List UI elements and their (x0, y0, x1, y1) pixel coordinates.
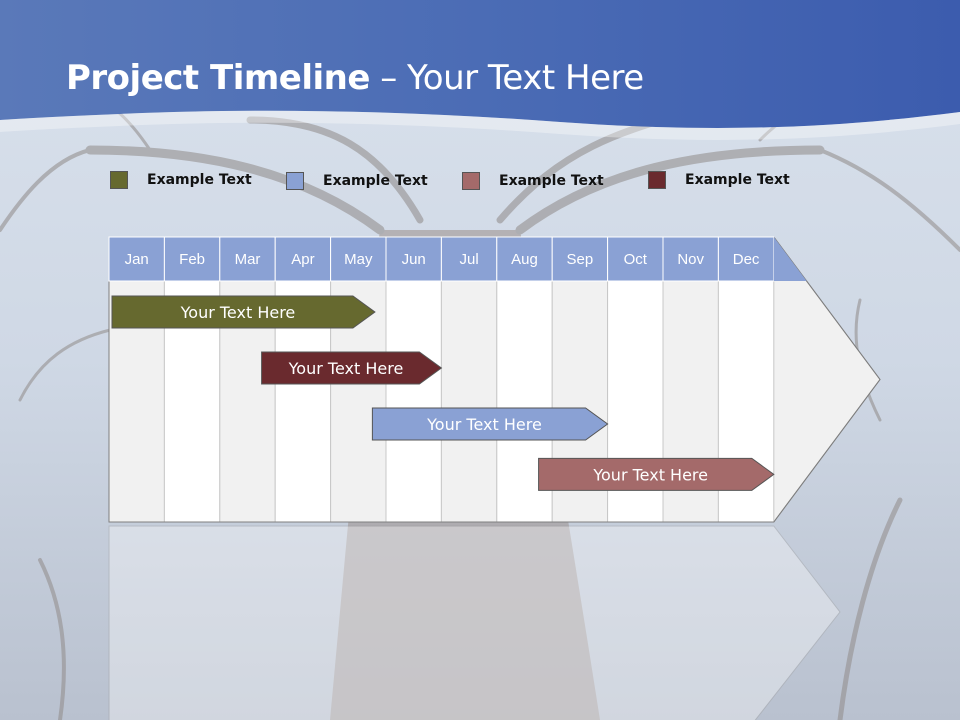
title-bold: Project Timeline (66, 58, 370, 98)
timeline-reflection (108, 525, 841, 720)
month-label: Mar (235, 251, 261, 268)
task-bar-shape (371, 407, 609, 441)
month-header-cell (496, 236, 553, 282)
task-bar-label: Your Text Here (288, 359, 404, 378)
month-header-cell (163, 236, 221, 282)
task-bar-label: Your Text Here (592, 465, 708, 484)
task-bar[interactable]: Your Text Here (538, 457, 775, 491)
month-header-cell (717, 236, 775, 282)
task-bar-label: Your Text Here (180, 303, 296, 322)
task-bar-shape (111, 295, 376, 329)
legend-label: Example Text (685, 172, 790, 188)
month-column (385, 280, 442, 523)
month-label: Jul (460, 251, 479, 268)
legend-swatch (286, 172, 304, 190)
month-header-cell (662, 236, 719, 282)
legend-swatch (462, 172, 480, 190)
month-label: Aug (511, 251, 538, 268)
legend-label: Example Text (147, 172, 252, 188)
month-header: Jan Feb Mar Apr May Jun Jul Aug Sep Oct Nov Dec (108, 236, 807, 282)
task-bar[interactable]: Your Text Here (261, 351, 443, 385)
month-label: Apr (291, 251, 314, 268)
month-label: Feb (179, 251, 205, 268)
legend-swatch (110, 171, 128, 189)
task-bar[interactable]: Your Text Here (371, 407, 609, 441)
month-header-cell (385, 236, 442, 282)
legend-swatch (648, 171, 666, 189)
month-header-tip (773, 237, 807, 281)
month-label: Jun (402, 251, 426, 268)
task-bar-label: Your Text Here (426, 415, 542, 434)
legend-label: Example Text (499, 173, 604, 189)
task-bar-shape (261, 351, 443, 385)
slide-title: Project Timeline – Your Text Here (66, 58, 644, 98)
month-label: Nov (677, 251, 704, 268)
month-label: Oct (624, 251, 648, 268)
task-bar[interactable]: Your Text Here (111, 295, 376, 329)
title-banner (0, 0, 960, 128)
month-label: Sep (567, 251, 594, 268)
month-label: May (344, 251, 373, 268)
month-label: Jan (125, 251, 149, 268)
month-column (440, 280, 498, 523)
legend-label: Example Text (323, 173, 428, 189)
task-bar-shape (538, 457, 775, 491)
month-header-cell (330, 236, 387, 282)
month-label: Dec (733, 251, 760, 268)
title-rest: – Your Text Here (369, 58, 644, 98)
reflection-shape (108, 525, 841, 720)
month-header-cell (274, 236, 332, 282)
